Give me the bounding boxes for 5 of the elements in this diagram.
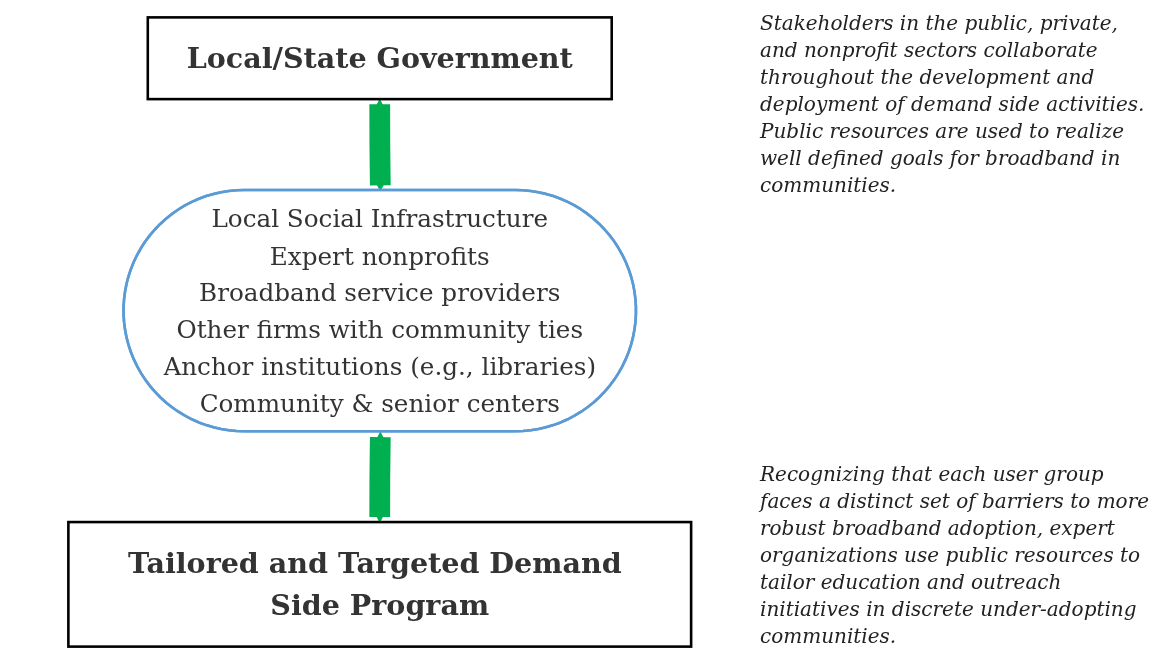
note-text: Recognizing that each user group faces a distinct set of barriers to more robust broadband adoption, expert organizations use public resources to tailor education and outreach initiatives in discrete under-adopting communities. bbox=[760, 461, 1151, 650]
node-box: Local/State Government bbox=[146, 16, 614, 101]
note-text: Stakeholders in the public, private, and nonprofit sectors collaborate throughout the development and deployment of demand side activities. Public resources are used to realize well defined goals for broadband in communities. bbox=[760, 10, 1146, 199]
node-box: Tailored and Targeted Demand Side Program bbox=[67, 520, 693, 648]
arrow bbox=[369, 431, 391, 523]
